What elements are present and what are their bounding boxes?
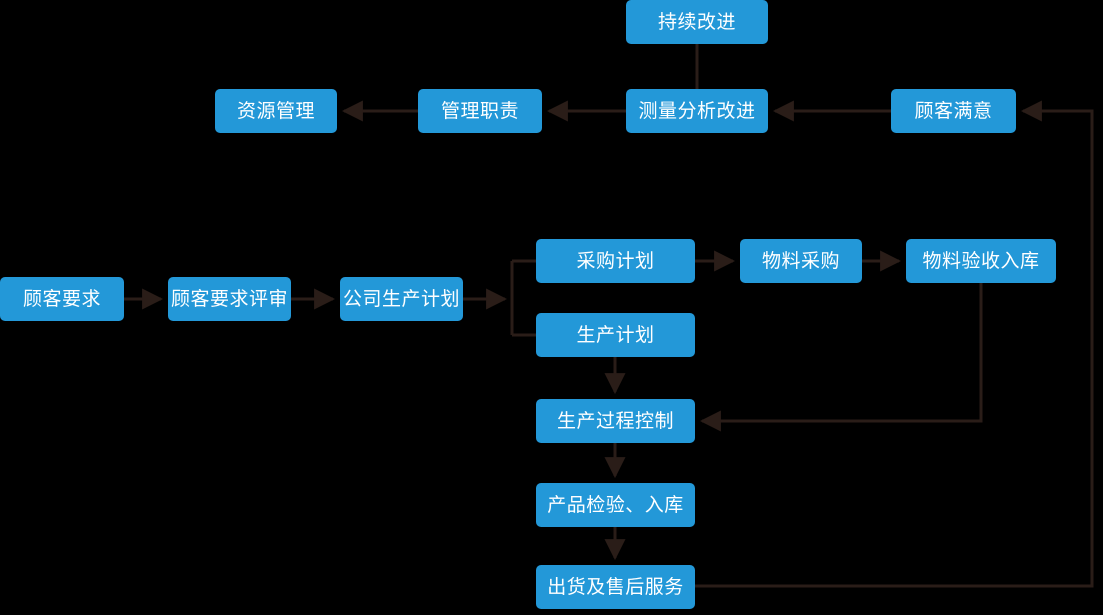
node-customer-requirement-review[interactable]: 顾客要求评审	[168, 277, 291, 321]
node-continuous-improvement[interactable]: 持续改进	[626, 0, 768, 44]
node-material-acceptance-storage[interactable]: 物料验收入库	[906, 239, 1056, 283]
node-resource-management[interactable]: 资源管理	[215, 89, 337, 133]
edge-shipping-to-satisfaction	[695, 100, 1094, 588]
node-label: 公司生产计划	[342, 287, 460, 310]
node-company-production-plan[interactable]: 公司生产计划	[340, 277, 463, 321]
node-label: 采购计划	[576, 249, 655, 272]
node-label: 生产计划	[576, 323, 655, 346]
node-label: 物料采购	[761, 249, 840, 272]
node-production-plan[interactable]: 生产计划	[536, 313, 695, 357]
node-product-inspection-storage[interactable]: 产品检验、入库	[536, 483, 695, 527]
node-label: 顾客满意	[914, 99, 993, 122]
node-label: 顾客要求	[22, 287, 101, 310]
node-label: 物料验收入库	[922, 249, 1040, 272]
node-label: 生产过程控制	[556, 409, 674, 432]
node-label: 测量分析改进	[638, 99, 756, 122]
node-label: 持续改进	[657, 10, 736, 33]
node-label: 顾客要求评审	[170, 287, 288, 310]
node-customer-satisfaction[interactable]: 顾客满意	[891, 89, 1016, 133]
node-management-responsibility[interactable]: 管理职责	[418, 89, 542, 133]
node-customer-requirement[interactable]: 顾客要求	[0, 277, 124, 321]
node-label: 产品检验、入库	[547, 493, 684, 516]
node-procurement-plan[interactable]: 采购计划	[536, 239, 695, 283]
node-label: 管理职责	[440, 99, 519, 122]
node-production-process-control[interactable]: 生产过程控制	[536, 399, 695, 443]
edge-acceptance-to-process-control	[699, 283, 983, 432]
node-label: 资源管理	[236, 99, 315, 122]
node-label: 出货及售后服务	[547, 575, 684, 598]
node-measurement-analysis-improvement[interactable]: 测量分析改进	[626, 89, 768, 133]
node-shipping-after-sales-service[interactable]: 出货及售后服务	[536, 565, 695, 609]
node-material-procurement[interactable]: 物料采购	[740, 239, 862, 283]
